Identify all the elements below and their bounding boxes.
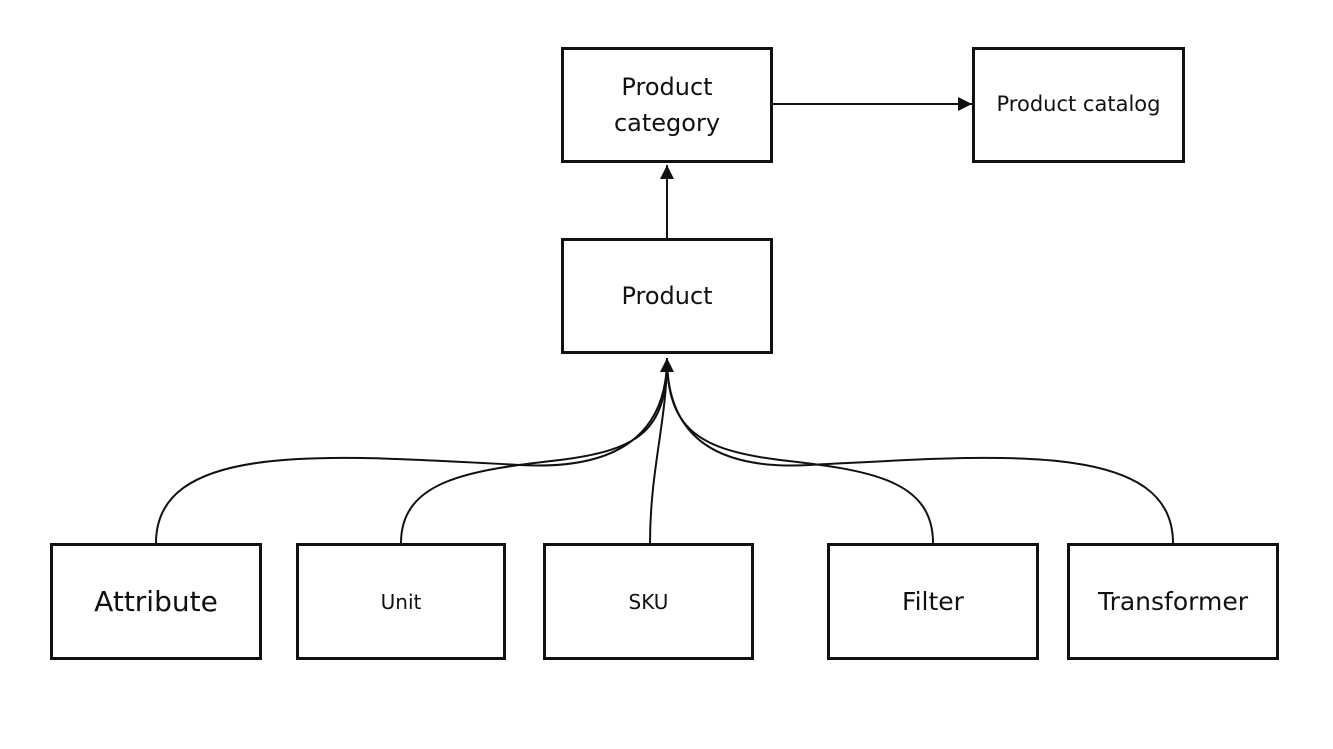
edge-sku-to-product	[649, 357, 668, 544]
transformer-label: Transformer	[1097, 586, 1248, 616]
transformer-node[interactable]: Transformer	[1067, 543, 1279, 660]
product-category-node[interactable]: Product category	[561, 47, 773, 163]
product-catalog-node[interactable]: Product catalog	[972, 47, 1185, 163]
product-catalog-label: Product catalog	[996, 92, 1161, 117]
attribute-node[interactable]: Attribute	[50, 543, 262, 660]
edge-attribute-to-product	[155, 357, 668, 544]
filter-node[interactable]: Filter	[827, 543, 1039, 660]
attribute-label: Attribute	[94, 584, 218, 618]
edge-filter-to-product	[666, 357, 934, 544]
sku-node[interactable]: SKU	[543, 543, 754, 660]
product-category-label-line1: Product	[621, 73, 713, 101]
product-category-label-line2: category	[613, 109, 721, 137]
product-node[interactable]: Product	[561, 238, 773, 354]
edge-transformer-to-product	[660, 357, 1174, 544]
filter-label: Filter	[902, 586, 964, 616]
product-label: Product	[621, 282, 713, 310]
edge-unit-to-product	[400, 357, 668, 544]
sku-label: SKU	[628, 589, 669, 614]
unit-node[interactable]: Unit	[296, 543, 506, 660]
product-category-label: Product category	[614, 69, 720, 141]
unit-label: Unit	[380, 589, 422, 614]
